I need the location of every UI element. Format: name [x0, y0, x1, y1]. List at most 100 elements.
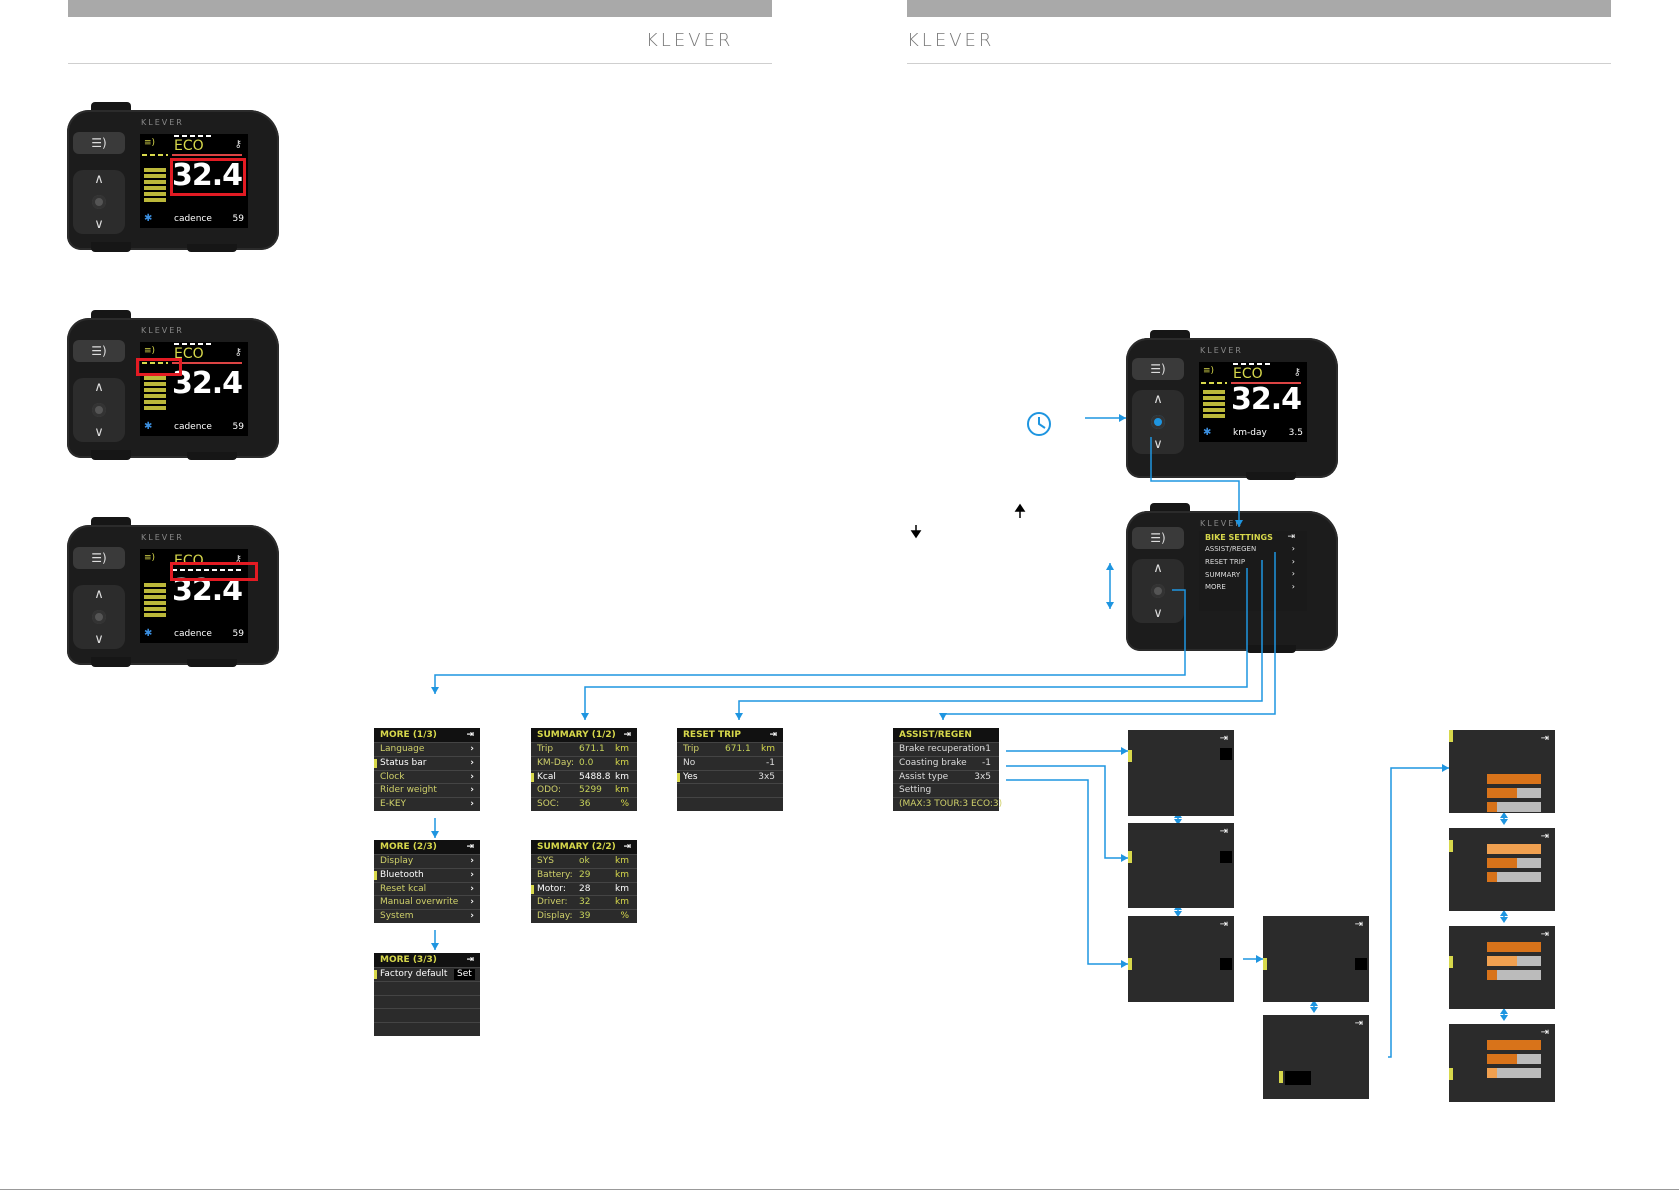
device-tab — [91, 657, 131, 667]
up-button-icon[interactable]: ∧ — [94, 380, 104, 395]
control-pad[interactable]: ∧ ∨ — [73, 585, 125, 649]
menu-item-reset-kcal[interactable]: Reset kcal› — [374, 881, 480, 896]
exit-icon[interactable]: ⇥ — [1540, 831, 1549, 842]
info-value: 59 — [232, 214, 244, 224]
center-button[interactable] — [92, 610, 106, 624]
level-bar-max — [1487, 1040, 1541, 1050]
exit-icon[interactable]: ⇥ — [1540, 1027, 1549, 1038]
row-label: SYS — [537, 856, 554, 866]
down-button-icon[interactable]: ∨ — [94, 217, 104, 232]
menu-item-status-bar[interactable]: Status bar› — [374, 755, 480, 770]
control-pad[interactable]: ∧ ∨ — [73, 170, 125, 234]
center-button[interactable] — [1151, 584, 1165, 598]
menu-item-language[interactable]: Language› — [374, 742, 480, 756]
assist-mode: ECO — [174, 553, 204, 569]
menu-item-display[interactable]: Display› — [374, 854, 480, 868]
menu-item-more[interactable]: MORE — [1205, 583, 1226, 591]
light-button[interactable]: ☰) — [1132, 527, 1184, 549]
up-button-icon[interactable]: ∧ — [1153, 392, 1163, 407]
menu-item-setting[interactable]: Setting — [893, 783, 999, 797]
selection-marker — [1449, 956, 1453, 968]
menu-header: MORE (2/3) ⇥ — [374, 840, 480, 854]
light-button[interactable]: ☰) — [73, 132, 125, 154]
menu-item-bluetooth[interactable]: Bluetooth› — [374, 867, 480, 882]
down-button-icon[interactable]: ∨ — [1153, 437, 1163, 452]
control-pad[interactable]: ∧ ∨ — [1132, 559, 1184, 623]
menu-item-summary[interactable]: SUMMARY — [1205, 571, 1241, 579]
device-tab — [91, 517, 131, 527]
coasting-brake-screen: ⇥ — [1128, 823, 1234, 908]
exit-icon[interactable]: ⇥ — [1219, 826, 1228, 837]
row-value: ok — [579, 856, 590, 866]
up-button-icon[interactable]: ∧ — [94, 172, 104, 187]
center-button[interactable] — [92, 195, 106, 209]
assist-mode: ECO — [174, 138, 204, 154]
battery-bars — [1203, 390, 1225, 420]
exit-icon[interactable]: ⇥ — [1540, 929, 1549, 940]
menu-item-manual-overwrite[interactable]: Manual overwrite› — [374, 895, 480, 909]
menu-header: MORE (1/3)⇥ — [374, 728, 480, 742]
menu-item-assist-regen[interactable]: ASSIST/REGEN — [1205, 545, 1257, 553]
level-bar-tour — [1487, 788, 1541, 798]
down-button-icon[interactable]: ∨ — [1153, 606, 1163, 621]
set-button[interactable]: Set — [454, 969, 475, 980]
menu-item-e-key[interactable]: E-KEY› — [374, 797, 480, 811]
exit-icon[interactable]: ⇥ — [466, 730, 474, 740]
menu-item-coasting-brake[interactable]: Coasting brake-1 — [893, 755, 999, 770]
center-button[interactable] — [92, 403, 106, 417]
chevron-icons: ›››› — [1291, 544, 1295, 591]
menu-item-clock[interactable]: Clock› — [374, 769, 480, 784]
menu-item-reset-trip[interactable]: RESET TRIP — [1205, 558, 1246, 566]
up-button-icon[interactable]: ∧ — [94, 587, 104, 602]
row-value: 36 — [579, 799, 591, 810]
assist-level-screen: ⇥ — [1449, 828, 1555, 911]
menu-item-system[interactable]: System› — [374, 909, 480, 923]
up-button-icon[interactable]: ∧ — [1153, 561, 1163, 576]
option-no[interactable]: No-1 — [677, 755, 783, 770]
menu-item-brake-recuperation[interactable]: Brake recuperation-1 — [893, 742, 999, 756]
exit-icon[interactable]: ⇥ — [1219, 919, 1228, 930]
down-button-icon[interactable]: ∨ — [94, 425, 104, 440]
exit-icon[interactable]: ⇥ — [1354, 1018, 1363, 1029]
exit-icon[interactable]: ⇥ — [1219, 733, 1228, 744]
exit-icon[interactable]: ⇥ — [1354, 919, 1363, 930]
exit-icon[interactable]: ⇥ — [623, 842, 631, 852]
value-box — [1355, 958, 1367, 970]
row-value: 671.1 — [725, 744, 751, 754]
row-unit: km — [761, 744, 775, 754]
menu-item-rider-weight[interactable]: Rider weight› — [374, 783, 480, 797]
empty-row — [374, 1022, 480, 1036]
center-button[interactable] — [1151, 415, 1165, 429]
value-box — [1220, 748, 1232, 760]
exit-icon[interactable]: ⇥ — [466, 955, 474, 965]
empty-row — [677, 797, 783, 811]
item-label: System — [380, 911, 414, 922]
light-button[interactable]: ☰) — [1132, 358, 1184, 380]
device-brand: KLEVER — [141, 533, 184, 542]
item-label: Status bar — [380, 757, 427, 768]
light-button[interactable]: ☰) — [73, 547, 125, 569]
control-pad[interactable]: ∧ ∨ — [1132, 390, 1184, 454]
menu-title: MORE (2/3) — [380, 842, 437, 852]
bluetooth-icon: ✱ — [144, 628, 153, 639]
exit-icon[interactable]: ⇥ — [1287, 532, 1295, 542]
exit-icon[interactable]: ⇥ — [623, 730, 631, 740]
control-pad[interactable]: ∧ ∨ — [73, 378, 125, 442]
exit-icon[interactable]: ⇥ — [466, 842, 474, 852]
exit-icon[interactable]: ⇥ — [1540, 733, 1549, 744]
row-value: 5299 — [579, 785, 602, 796]
indicator-dashes — [1201, 382, 1227, 384]
chevron-right-icon: › — [470, 799, 474, 810]
exit-icon[interactable]: ⇥ — [769, 730, 777, 740]
down-button-icon[interactable]: ∨ — [94, 632, 104, 647]
row-unit: % — [620, 799, 629, 810]
device-screen: BIKE SETTINGS ⇥ ASSIST/REGEN RESET TRIP … — [1199, 531, 1307, 611]
item-label: Clock — [380, 771, 405, 782]
light-button[interactable]: ☰) — [73, 340, 125, 362]
